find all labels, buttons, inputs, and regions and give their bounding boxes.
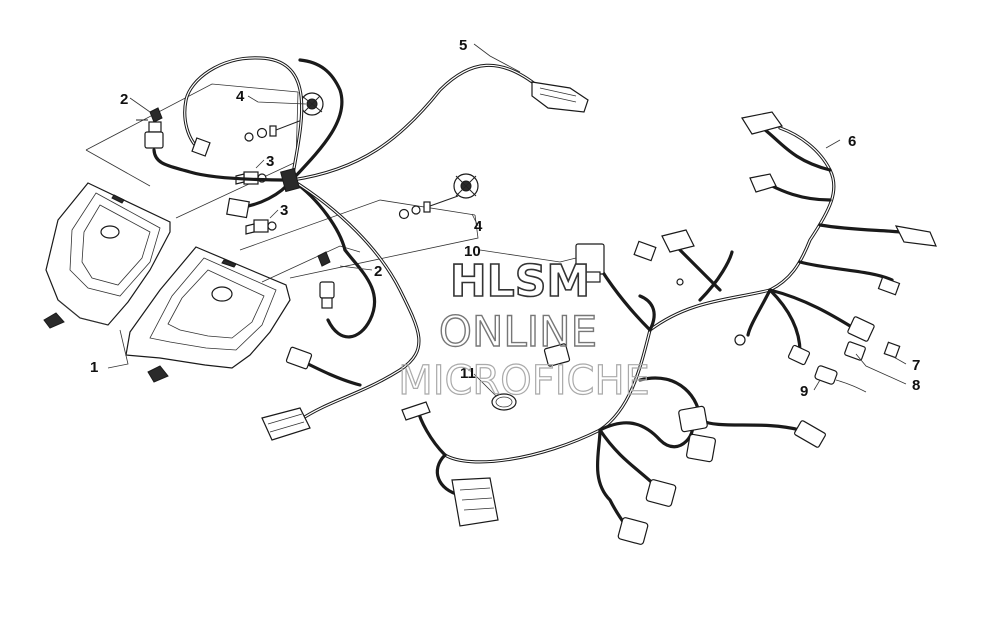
callout-9: 9 bbox=[800, 383, 808, 400]
adjuster-kit-lower bbox=[398, 173, 479, 220]
connector-cap bbox=[814, 365, 867, 393]
callout-11: 11 bbox=[460, 365, 476, 382]
relay bbox=[575, 243, 605, 283]
callout-10: 10 bbox=[464, 243, 481, 260]
callout-3-upper: 3 bbox=[266, 153, 274, 170]
main-harness bbox=[401, 111, 937, 545]
headlight-left bbox=[43, 182, 171, 329]
fuse-holder bbox=[844, 341, 866, 361]
bulb-socket-lower bbox=[317, 251, 335, 309]
cable-clamp bbox=[491, 393, 517, 411]
callout-2-upper: 2 bbox=[120, 91, 128, 108]
callout-6: 6 bbox=[848, 133, 856, 150]
headlight-right bbox=[125, 246, 291, 383]
watermark: HLSM ONLINE MICROFICHE bbox=[398, 255, 651, 404]
bulb-socket-upper bbox=[136, 107, 164, 149]
bulb-lower bbox=[245, 219, 277, 235]
watermark-line-2: ONLINE bbox=[439, 307, 597, 356]
watermark-line-1: HLSM bbox=[450, 256, 590, 307]
callout-5: 5 bbox=[459, 37, 467, 54]
callout-4-lower: 4 bbox=[474, 218, 483, 235]
fuse bbox=[883, 341, 901, 359]
leader-lines bbox=[107, 43, 907, 397]
callout-2-lower: 2 bbox=[374, 263, 382, 280]
callout-7: 7 bbox=[912, 357, 920, 374]
watermark-line-3: MICROFICHE bbox=[398, 358, 650, 404]
callout-4-upper: 4 bbox=[236, 88, 245, 105]
callout-8: 8 bbox=[912, 377, 920, 394]
adjuster-kit-upper bbox=[244, 92, 324, 142]
callouts: 1 2 2 3 3 4 4 5 6 7 8 9 10 11 bbox=[90, 37, 920, 400]
callout-3-lower: 3 bbox=[280, 202, 288, 219]
callout-1: 1 bbox=[90, 359, 98, 376]
headlight-harness bbox=[152, 56, 589, 441]
